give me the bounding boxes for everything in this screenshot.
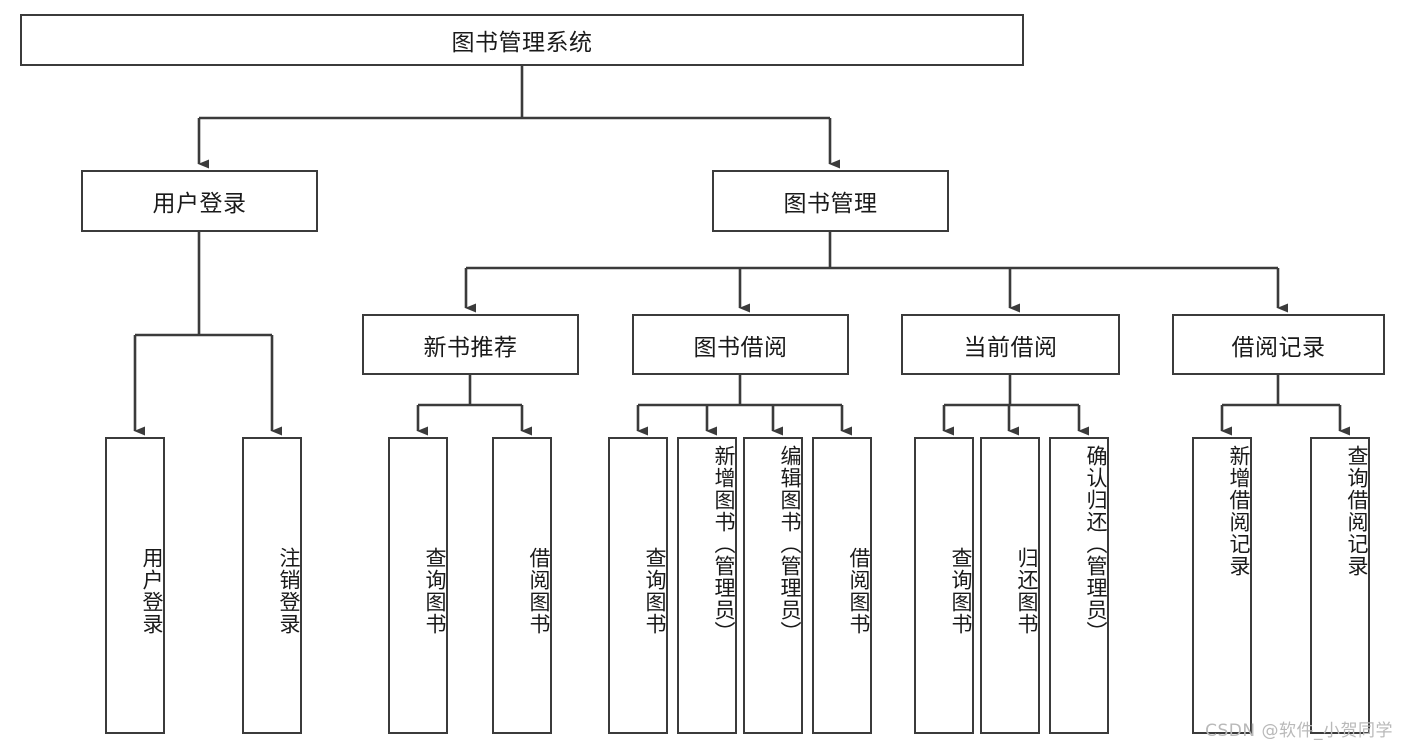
node-label: 注销登录 bbox=[277, 546, 301, 635]
node-leaf-query-borrow-record[interactable]: 查询借阅记录 bbox=[1310, 437, 1370, 734]
node-leaf-confirm-return-admin[interactable]: 确认归还（管理员） bbox=[1049, 437, 1109, 734]
node-borrow-record[interactable]: 借阅记录 bbox=[1172, 314, 1385, 375]
node-leaf-current-query-book[interactable]: 查询图书 bbox=[914, 437, 974, 734]
node-label: 图书管理 bbox=[783, 191, 878, 217]
node-label: 查询图书 bbox=[949, 546, 973, 635]
node-leaf-new-book-borrow[interactable]: 借阅图书 bbox=[492, 437, 552, 734]
node-leaf-new-book-query[interactable]: 查询图书 bbox=[388, 437, 448, 734]
node-leaf-user-login[interactable]: 用户登录 bbox=[105, 437, 165, 734]
node-leaf-return-book[interactable]: 归还图书 bbox=[980, 437, 1040, 734]
node-current-borrow[interactable]: 当前借阅 bbox=[901, 314, 1120, 375]
node-leaf-logout[interactable]: 注销登录 bbox=[242, 437, 302, 734]
node-label: 编辑图书（管理员） bbox=[778, 445, 802, 643]
node-label: 新增图书（管理员） bbox=[712, 445, 736, 643]
node-leaf-edit-book-admin[interactable]: 编辑图书（管理员） bbox=[743, 437, 803, 734]
node-label: 新书推荐 bbox=[423, 334, 518, 361]
node-user-login[interactable]: 用户登录 bbox=[81, 170, 318, 232]
node-label: 查询借阅记录 bbox=[1345, 445, 1369, 577]
node-book-management[interactable]: 图书管理 bbox=[712, 170, 949, 232]
node-label: 用户登录 bbox=[152, 191, 247, 217]
node-leaf-add-book-admin[interactable]: 新增图书（管理员） bbox=[677, 437, 737, 734]
node-label: 查询图书 bbox=[643, 546, 667, 635]
node-label: 借阅图书 bbox=[847, 546, 871, 635]
node-label: 查询图书 bbox=[423, 546, 447, 635]
node-label: 借阅图书 bbox=[527, 546, 551, 635]
node-label: 图书借阅 bbox=[693, 334, 788, 361]
node-label: 当前借阅 bbox=[963, 334, 1058, 361]
node-label: 归还图书 bbox=[1015, 546, 1039, 635]
node-label: 借阅记录 bbox=[1231, 334, 1326, 361]
node-label: 图书管理系统 bbox=[451, 30, 593, 56]
node-book-borrow[interactable]: 图书借阅 bbox=[632, 314, 849, 375]
node-new-book-recommend[interactable]: 新书推荐 bbox=[362, 314, 579, 375]
node-leaf-add-borrow-record[interactable]: 新增借阅记录 bbox=[1192, 437, 1252, 734]
node-label: 新增借阅记录 bbox=[1227, 445, 1251, 577]
node-label: 用户登录 bbox=[140, 546, 164, 635]
node-leaf-borrow-query-book[interactable]: 查询图书 bbox=[608, 437, 668, 734]
node-label: 确认归还（管理员） bbox=[1084, 445, 1108, 643]
node-root-book-management-system[interactable]: 图书管理系统 bbox=[20, 14, 1024, 66]
node-leaf-borrow-book[interactable]: 借阅图书 bbox=[812, 437, 872, 734]
